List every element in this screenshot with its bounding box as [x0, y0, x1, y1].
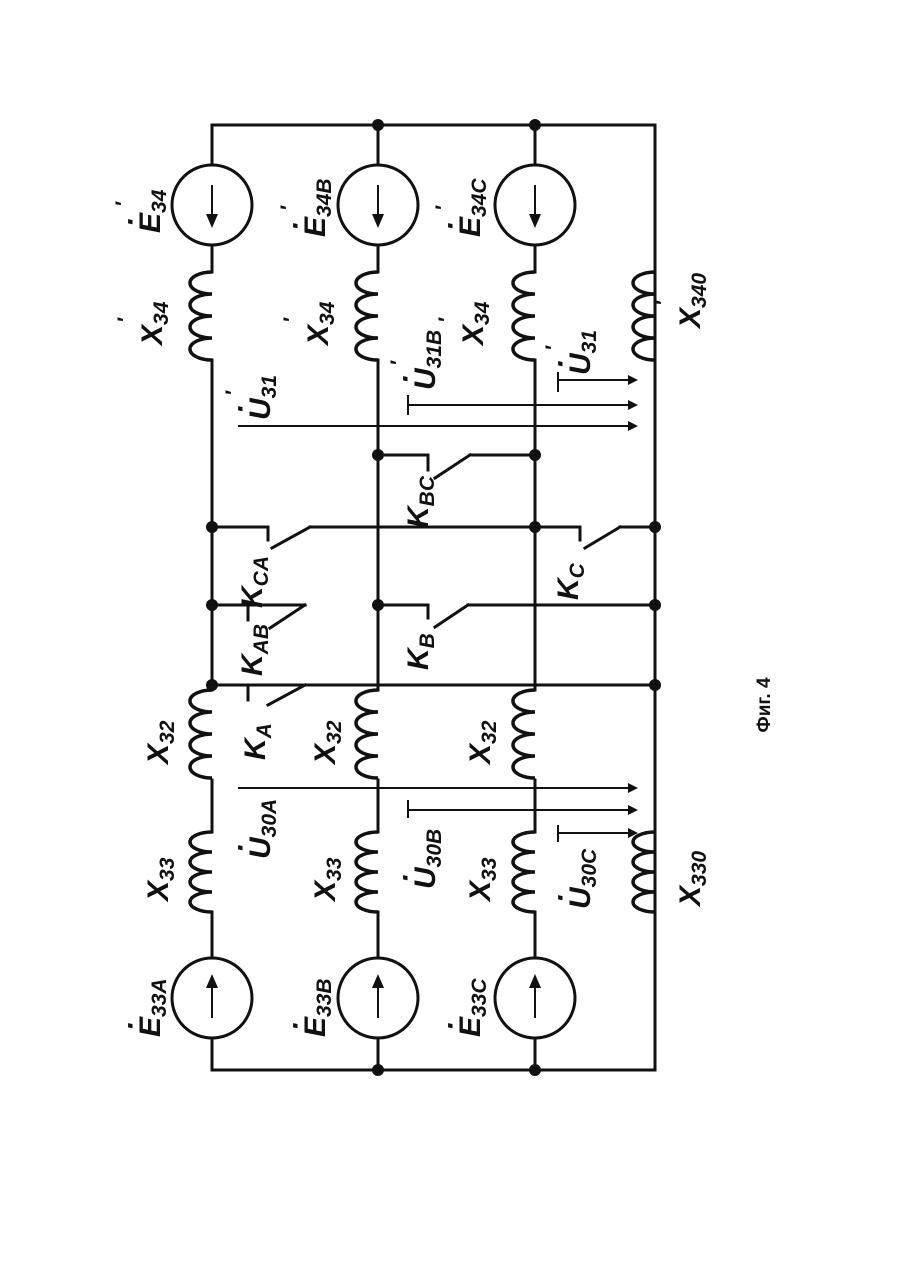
svg-text:·: ·	[114, 1021, 147, 1031]
junction-dots	[206, 119, 661, 1076]
label-u31-c: U31 ′ ·	[542, 330, 601, 375]
label-kca: KCA	[236, 556, 273, 608]
svg-text:KA: KA	[239, 723, 276, 760]
source-e34	[172, 165, 252, 245]
inductor-x34-a	[190, 272, 212, 360]
label-u31-a: U31 ′ ·	[222, 375, 281, 420]
svg-text:′: ′	[114, 317, 137, 323]
figure-caption: Фиг. 4	[754, 677, 775, 732]
svg-text:′: ′	[387, 360, 410, 366]
svg-text:′: ′	[112, 201, 135, 207]
svg-text:X34: X34	[136, 301, 173, 347]
label-x33-c: X33	[464, 857, 501, 903]
label-e33c: E33C ·	[434, 978, 491, 1037]
svg-text:KBC: KBC	[402, 475, 439, 528]
label-x32-c: X32	[464, 720, 501, 766]
svg-text:X33: X33	[464, 857, 501, 903]
svg-text:X32: X32	[464, 720, 501, 766]
switch-kb	[428, 605, 468, 627]
svg-text:′: ′	[432, 205, 455, 211]
svg-text:·: ·	[389, 374, 422, 384]
svg-text:′: ′	[435, 317, 458, 323]
svg-text:X32: X32	[142, 720, 179, 766]
svg-text:′: ′	[280, 317, 303, 323]
svg-text:·: ·	[224, 843, 257, 853]
svg-text:X32: X32	[309, 720, 346, 766]
label-e33a: E33A ·	[114, 978, 171, 1037]
svg-text:·: ·	[114, 217, 147, 227]
label-e34b: E34B ′ ·	[277, 178, 336, 237]
switch-kc	[580, 527, 620, 548]
inductor-x32-a	[190, 690, 212, 778]
inductor-x33-c	[513, 832, 535, 912]
inductor-x330	[633, 832, 655, 912]
svg-text:·: ·	[544, 893, 577, 903]
svg-text:X340: X340	[674, 273, 711, 330]
svg-text:X34: X34	[457, 301, 494, 347]
svg-text:KAB: KAB	[236, 624, 273, 676]
inductor-x340	[633, 272, 655, 360]
label-kbc: KBC	[402, 475, 439, 528]
switch-kca	[268, 527, 310, 548]
inductor-x32-c	[513, 690, 535, 778]
label-u30a: U30A ·	[224, 799, 281, 859]
svg-text:·: ·	[279, 1021, 312, 1031]
source-e33c	[495, 958, 575, 1038]
label-e33b: E33B ·	[279, 978, 336, 1037]
svg-text:X330: X330	[674, 851, 711, 908]
source-e34b	[338, 165, 418, 245]
inductor-x34-b	[356, 272, 378, 360]
inductor-x33-a	[190, 832, 212, 912]
svg-text:′: ′	[542, 345, 565, 351]
inductor-x34-c	[513, 272, 535, 360]
label-x34-a: X34 ′	[114, 301, 173, 347]
svg-text:·: ·	[279, 221, 312, 231]
svg-text:X33: X33	[309, 857, 346, 903]
source-e34c	[495, 165, 575, 245]
switch-ka	[248, 685, 305, 705]
label-x33-a: X33	[142, 857, 179, 903]
svg-text:KB: KB	[402, 633, 439, 670]
label-kb: KB	[402, 633, 439, 670]
switch-kbc	[428, 455, 470, 478]
inductor-x32-b	[356, 690, 378, 778]
label-kab: KAB	[236, 624, 273, 676]
svg-text:′: ′	[222, 390, 245, 396]
label-x340: X340 ′	[652, 273, 711, 330]
label-e34c: E34C ′ ·	[432, 178, 491, 237]
label-x34-b: X34 ′	[280, 301, 339, 347]
svg-text:′: ′	[277, 205, 300, 211]
svg-text:·: ·	[389, 873, 422, 883]
label-x32-b: X32	[309, 720, 346, 766]
svg-text:X33: X33	[142, 857, 179, 903]
label-x330: X330	[674, 851, 711, 908]
svg-text:·: ·	[434, 1021, 467, 1031]
label-u31b: U31B ′ ·	[387, 330, 446, 390]
svg-text:·: ·	[544, 359, 577, 369]
label-u30c: U30C ·	[544, 848, 601, 909]
svg-text:KC: KC	[552, 562, 589, 600]
label-x33-b: X33	[309, 857, 346, 903]
label-kc: KC	[552, 562, 589, 600]
svg-text:·: ·	[434, 221, 467, 231]
svg-text:X34: X34	[302, 301, 339, 347]
source-e33a	[172, 958, 252, 1038]
svg-text:KCA: KCA	[236, 556, 273, 608]
svg-text:·: ·	[224, 404, 257, 414]
label-u30b: U30B ·	[389, 829, 446, 889]
label-e34: E34 ′ ·	[112, 189, 171, 233]
label-ka: KA	[239, 723, 276, 760]
inductor-x33-b	[356, 832, 378, 912]
label-x32-a: X32	[142, 720, 179, 766]
source-e33b	[338, 958, 418, 1038]
